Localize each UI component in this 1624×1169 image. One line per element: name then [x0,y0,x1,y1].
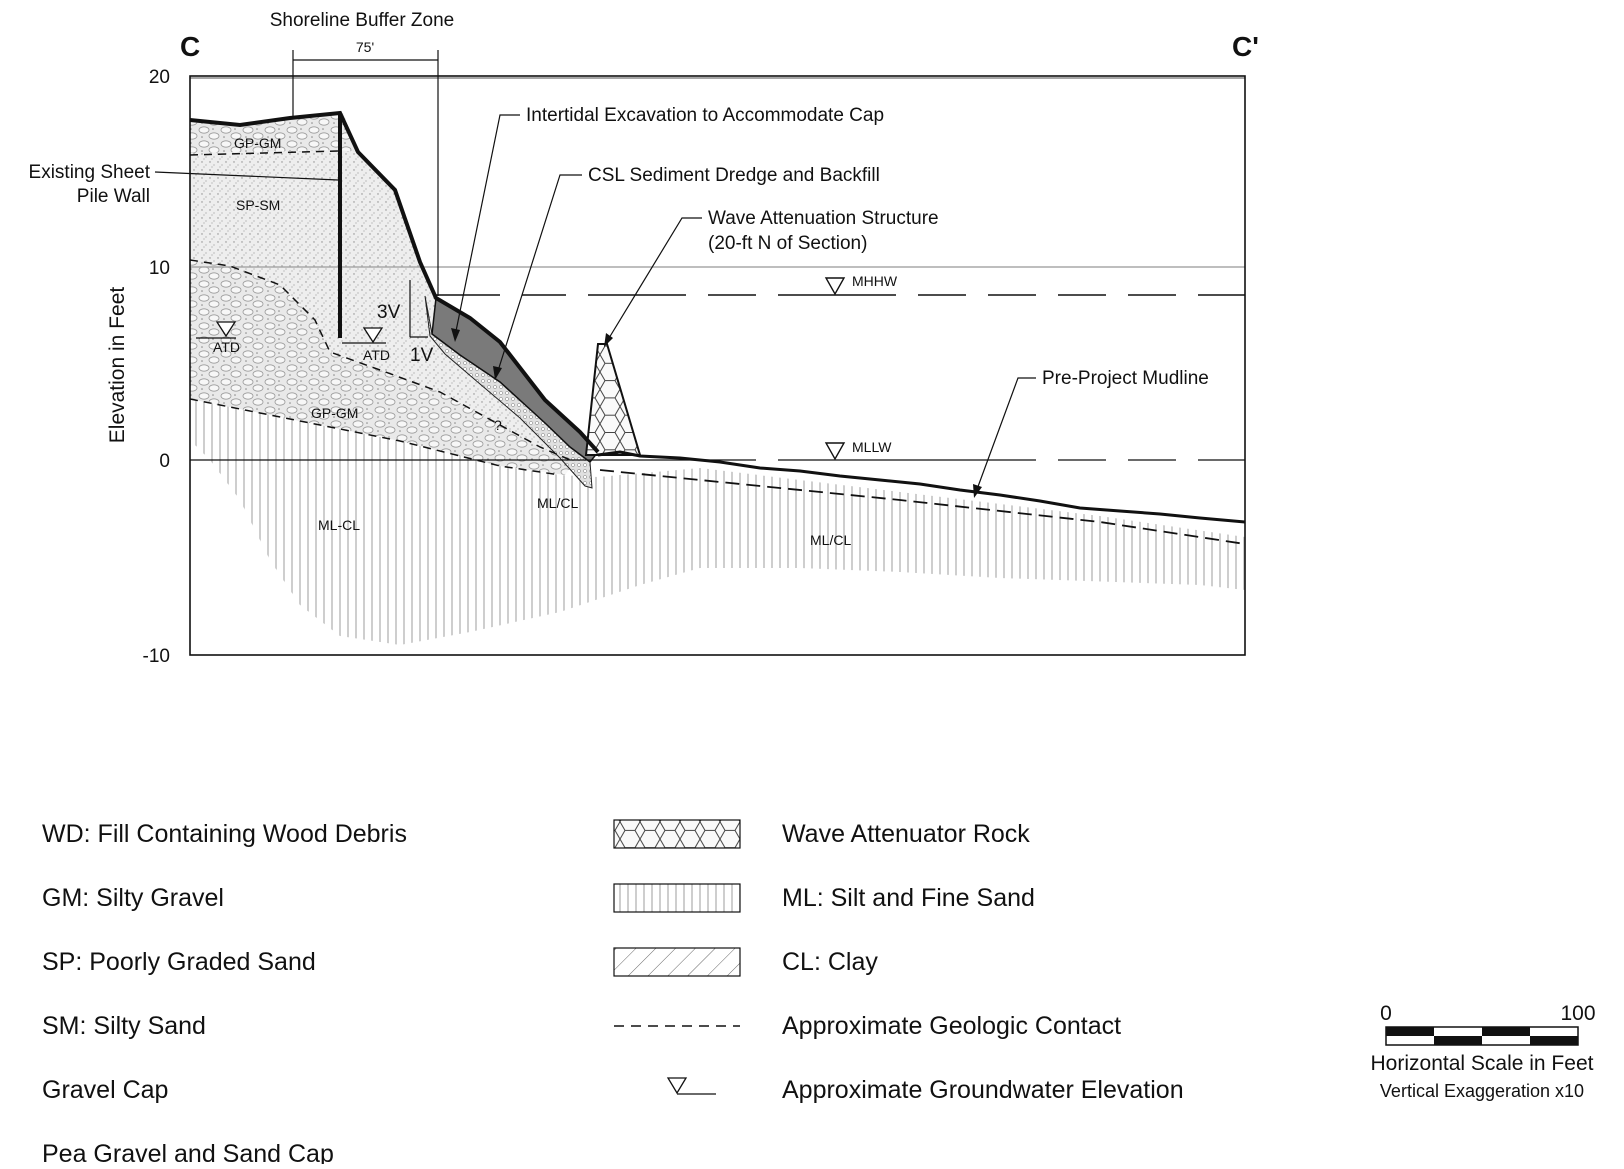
mudline-leader [975,377,1036,493]
legend-swatch-silt [613,883,741,913]
profile-layers [190,110,1245,645]
sheet-pile-label-line1: Existing Sheet [29,162,151,183]
plot-frame [189,75,1246,656]
soil-label-question: ? [494,417,502,433]
legend: WD: Fill Containing Wood Debris GM: Silt… [42,819,1184,1168]
atd-right-label: ATD [363,347,390,363]
legend-silty-sand: SM: Silty Sand [42,1012,206,1040]
y-tick-10: 10 [149,258,170,279]
intertidal-label: Intertidal Excavation to Accommodate Cap [526,105,884,126]
sheet-pile-label-line2: Pile Wall [77,186,150,207]
scale-title: Horizontal Scale in Feet [1371,1052,1594,1075]
section-end-label: C' [1232,31,1259,62]
scale-note: Vertical Exaggeration x10 [1380,1081,1584,1101]
scale-seg-3a [1482,1027,1530,1036]
wave-attenuation-structure [584,343,642,456]
contact-mudline-base [599,469,1245,545]
scale-min-label: 0 [1380,1002,1392,1025]
atd-left-triangle-icon [215,321,237,338]
legend-wood-debris: WD: Fill Containing Wood Debris [42,820,407,848]
soil-label-sp-sm: SP-SM [236,197,280,213]
legend-poorly-graded-sand: SP: Poorly Graded Sand [42,948,316,976]
legend-pea-gravel: Pea Gravel and Sand Cap [42,1140,334,1164]
soil-label-gp-gm-mid: GP-GM [311,405,358,421]
contact-gp-sp [190,150,341,156]
legend-geologic-contact: Approximate Geologic Contact [782,1012,1121,1040]
soil-label-ml-cl-left: ML-CL [318,517,360,533]
legend-silty-gravel: GM: Silty Gravel [42,884,224,912]
legend-groundwater: Approximate Groundwater Elevation [782,1076,1184,1104]
mhhw-dots [500,292,1198,297]
y-tick-0: 0 [159,451,170,472]
mhhw-triangle-icon [824,277,846,296]
legend-gravel-cap: Gravel Cap [42,1076,168,1104]
legend-swatch-groundwater-icon [666,1077,688,1095]
wave-label-line2: (20-ft N of Section) [708,233,867,254]
csl-label: CSL Sediment Dredge and Backfill [588,165,880,186]
section-start-label: C [180,31,200,62]
gp-gm-upper-layer [190,113,358,153]
intertidal-leader [454,114,520,337]
legend-swatch-rock [613,819,741,849]
wave-leader [605,217,702,344]
scale-seg-4b [1530,1036,1578,1045]
ground-surface-line [190,110,600,454]
y-tick-minus10: -10 [143,646,170,667]
slope-v-label: 3V [377,302,401,323]
scale-seg-2b [1434,1036,1482,1045]
legend-clay: CL: Clay [782,948,878,976]
soil-label-gp-gm-top: GP-GM [234,135,281,151]
mhhw-label: MHHW [852,273,898,289]
y-axis-label: Elevation in Feet [106,287,129,444]
mudline-label: Pre-Project Mudline [1042,368,1209,389]
buffer-zone-label: Shoreline Buffer Zone [270,10,455,31]
gp-gm-lower-layer [190,259,575,475]
atd-left-label: ATD [213,339,240,355]
soil-label-ml-cl-mid: ML/CL [537,495,578,511]
slope-h-label: 1V [410,345,434,366]
scale-seg-1a [1386,1027,1434,1036]
wave-label-line1: Wave Attenuation Structure [708,208,939,229]
y-tick-20: 20 [149,67,170,88]
csl-arrowhead [493,366,502,380]
mudline-arrowhead [973,484,982,498]
intertidal-arrowhead [451,328,460,342]
legend-silt-fine-sand: ML: Silt and Fine Sand [782,884,1035,912]
legend-wave-rock: Wave Attenuator Rock [782,820,1030,848]
csl-leader [496,174,582,375]
mllw-dots [756,457,1198,462]
atd-right-triangle-icon [362,327,384,344]
mllw-triangle-icon [824,442,846,461]
pre-project-mudline [597,450,1245,524]
contact-gp-ml [190,398,561,476]
wave-arrowhead [604,333,613,347]
mllw-label: MLLW [852,439,892,455]
scale-bar: 0 100 Horizontal Scale in Feet Vertical … [1371,1002,1596,1101]
buffer-width-label: 75' [356,39,374,55]
legend-swatch-clay [613,947,741,977]
sheet-pile-leader [154,171,339,181]
scale-max-label: 100 [1560,1002,1595,1025]
soil-label-ml-cl-right: ML/CL [810,532,851,548]
